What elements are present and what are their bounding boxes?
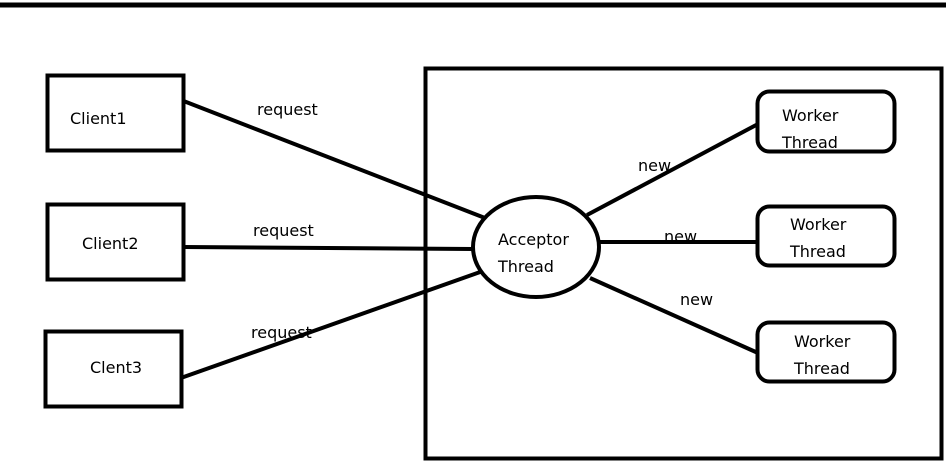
worker-label-3-line1: Worker bbox=[794, 332, 851, 351]
request-label-3: request bbox=[251, 323, 312, 342]
client-label-2: Client2 bbox=[82, 234, 139, 253]
client-box-3 bbox=[43, 329, 184, 409]
worker-label-2-line1: Worker bbox=[790, 215, 847, 234]
client-box-1 bbox=[45, 73, 186, 153]
server-box bbox=[423, 66, 944, 461]
acceptor-thread-node bbox=[471, 195, 601, 299]
worker-box-2 bbox=[755, 204, 897, 268]
acceptor-label-line2: Thread bbox=[497, 257, 554, 276]
request-line-3 bbox=[177, 269, 484, 381]
client-label-3: Clent3 bbox=[90, 358, 142, 377]
acceptor-label-line1: Acceptor bbox=[498, 230, 569, 249]
request-label-2: request bbox=[253, 221, 314, 240]
new-label-2: new bbox=[664, 227, 697, 246]
worker-box-3 bbox=[755, 320, 897, 384]
worker-label-1-line1: Worker bbox=[782, 106, 839, 125]
worker-box-1 bbox=[755, 89, 897, 154]
request-label-1: request bbox=[257, 100, 318, 119]
request-line-1 bbox=[180, 98, 486, 220]
new-label-1: new bbox=[638, 156, 671, 175]
worker-label-3-line2: Thread bbox=[793, 359, 850, 378]
new-line-3 bbox=[589, 276, 759, 355]
client-box-2 bbox=[45, 202, 186, 282]
new-line-1 bbox=[586, 122, 759, 217]
client-label-1: Client1 bbox=[70, 109, 127, 128]
request-line-2 bbox=[183, 245, 474, 251]
worker-label-2-line2: Thread bbox=[789, 242, 846, 261]
new-label-3: new bbox=[680, 290, 713, 309]
worker-label-1-line2: Thread bbox=[781, 133, 838, 152]
